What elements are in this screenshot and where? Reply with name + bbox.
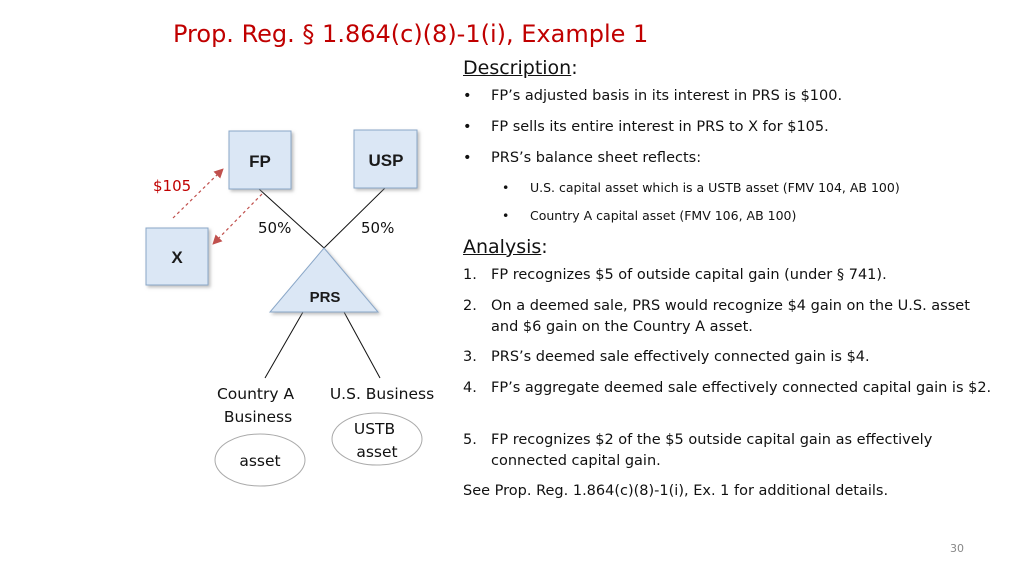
ownership-diagram: FP USP X PRS 50% 50% $105 Country A Busi… <box>145 129 434 487</box>
country-a-line1: Country A <box>217 385 295 403</box>
ustb-asset-ellipse: USTB asset <box>331 412 423 466</box>
prs-triangle: PRS <box>268 247 380 313</box>
usp-percentage: 50% <box>361 219 394 237</box>
usp-prs-line <box>323 187 386 249</box>
x-label: X <box>171 248 183 267</box>
country-a-line2: Business <box>224 408 292 426</box>
asset-label: asset <box>239 452 280 470</box>
country-a-business-label: Country A Business <box>217 385 299 426</box>
usp-label: USP <box>369 151 404 170</box>
price-label: $105 <box>153 177 191 195</box>
prs-us-line <box>343 311 381 379</box>
ustb-line2: asset <box>356 443 397 461</box>
see-also-note: See Prop. Reg. 1.864(c)(8)-1(i), Ex. 1 f… <box>463 483 889 499</box>
ustb-line1: USTB <box>354 420 395 438</box>
fp-label: FP <box>249 152 271 171</box>
svg-text:USTB asset: USTB asset <box>354 420 400 461</box>
slide-title: Prop. Reg. § 1.864(c)(8)-1(i), Example 1 <box>173 20 649 48</box>
analysis-heading: Analysis: <box>463 236 548 258</box>
prs-country-a-line <box>264 311 304 379</box>
interest-transfer-arrow <box>212 193 263 245</box>
page-number: 30 <box>950 542 964 555</box>
description-heading: Description: <box>463 57 578 79</box>
x-box: X <box>145 227 209 286</box>
fp-percentage: 50% <box>258 219 291 237</box>
prs-label: PRS <box>310 289 341 306</box>
fp-prs-line <box>258 188 325 249</box>
us-business-label: U.S. Business <box>330 385 434 403</box>
country-a-asset-ellipse: asset <box>214 433 306 487</box>
usp-box: USP <box>353 129 418 189</box>
fp-box: FP <box>228 130 292 190</box>
